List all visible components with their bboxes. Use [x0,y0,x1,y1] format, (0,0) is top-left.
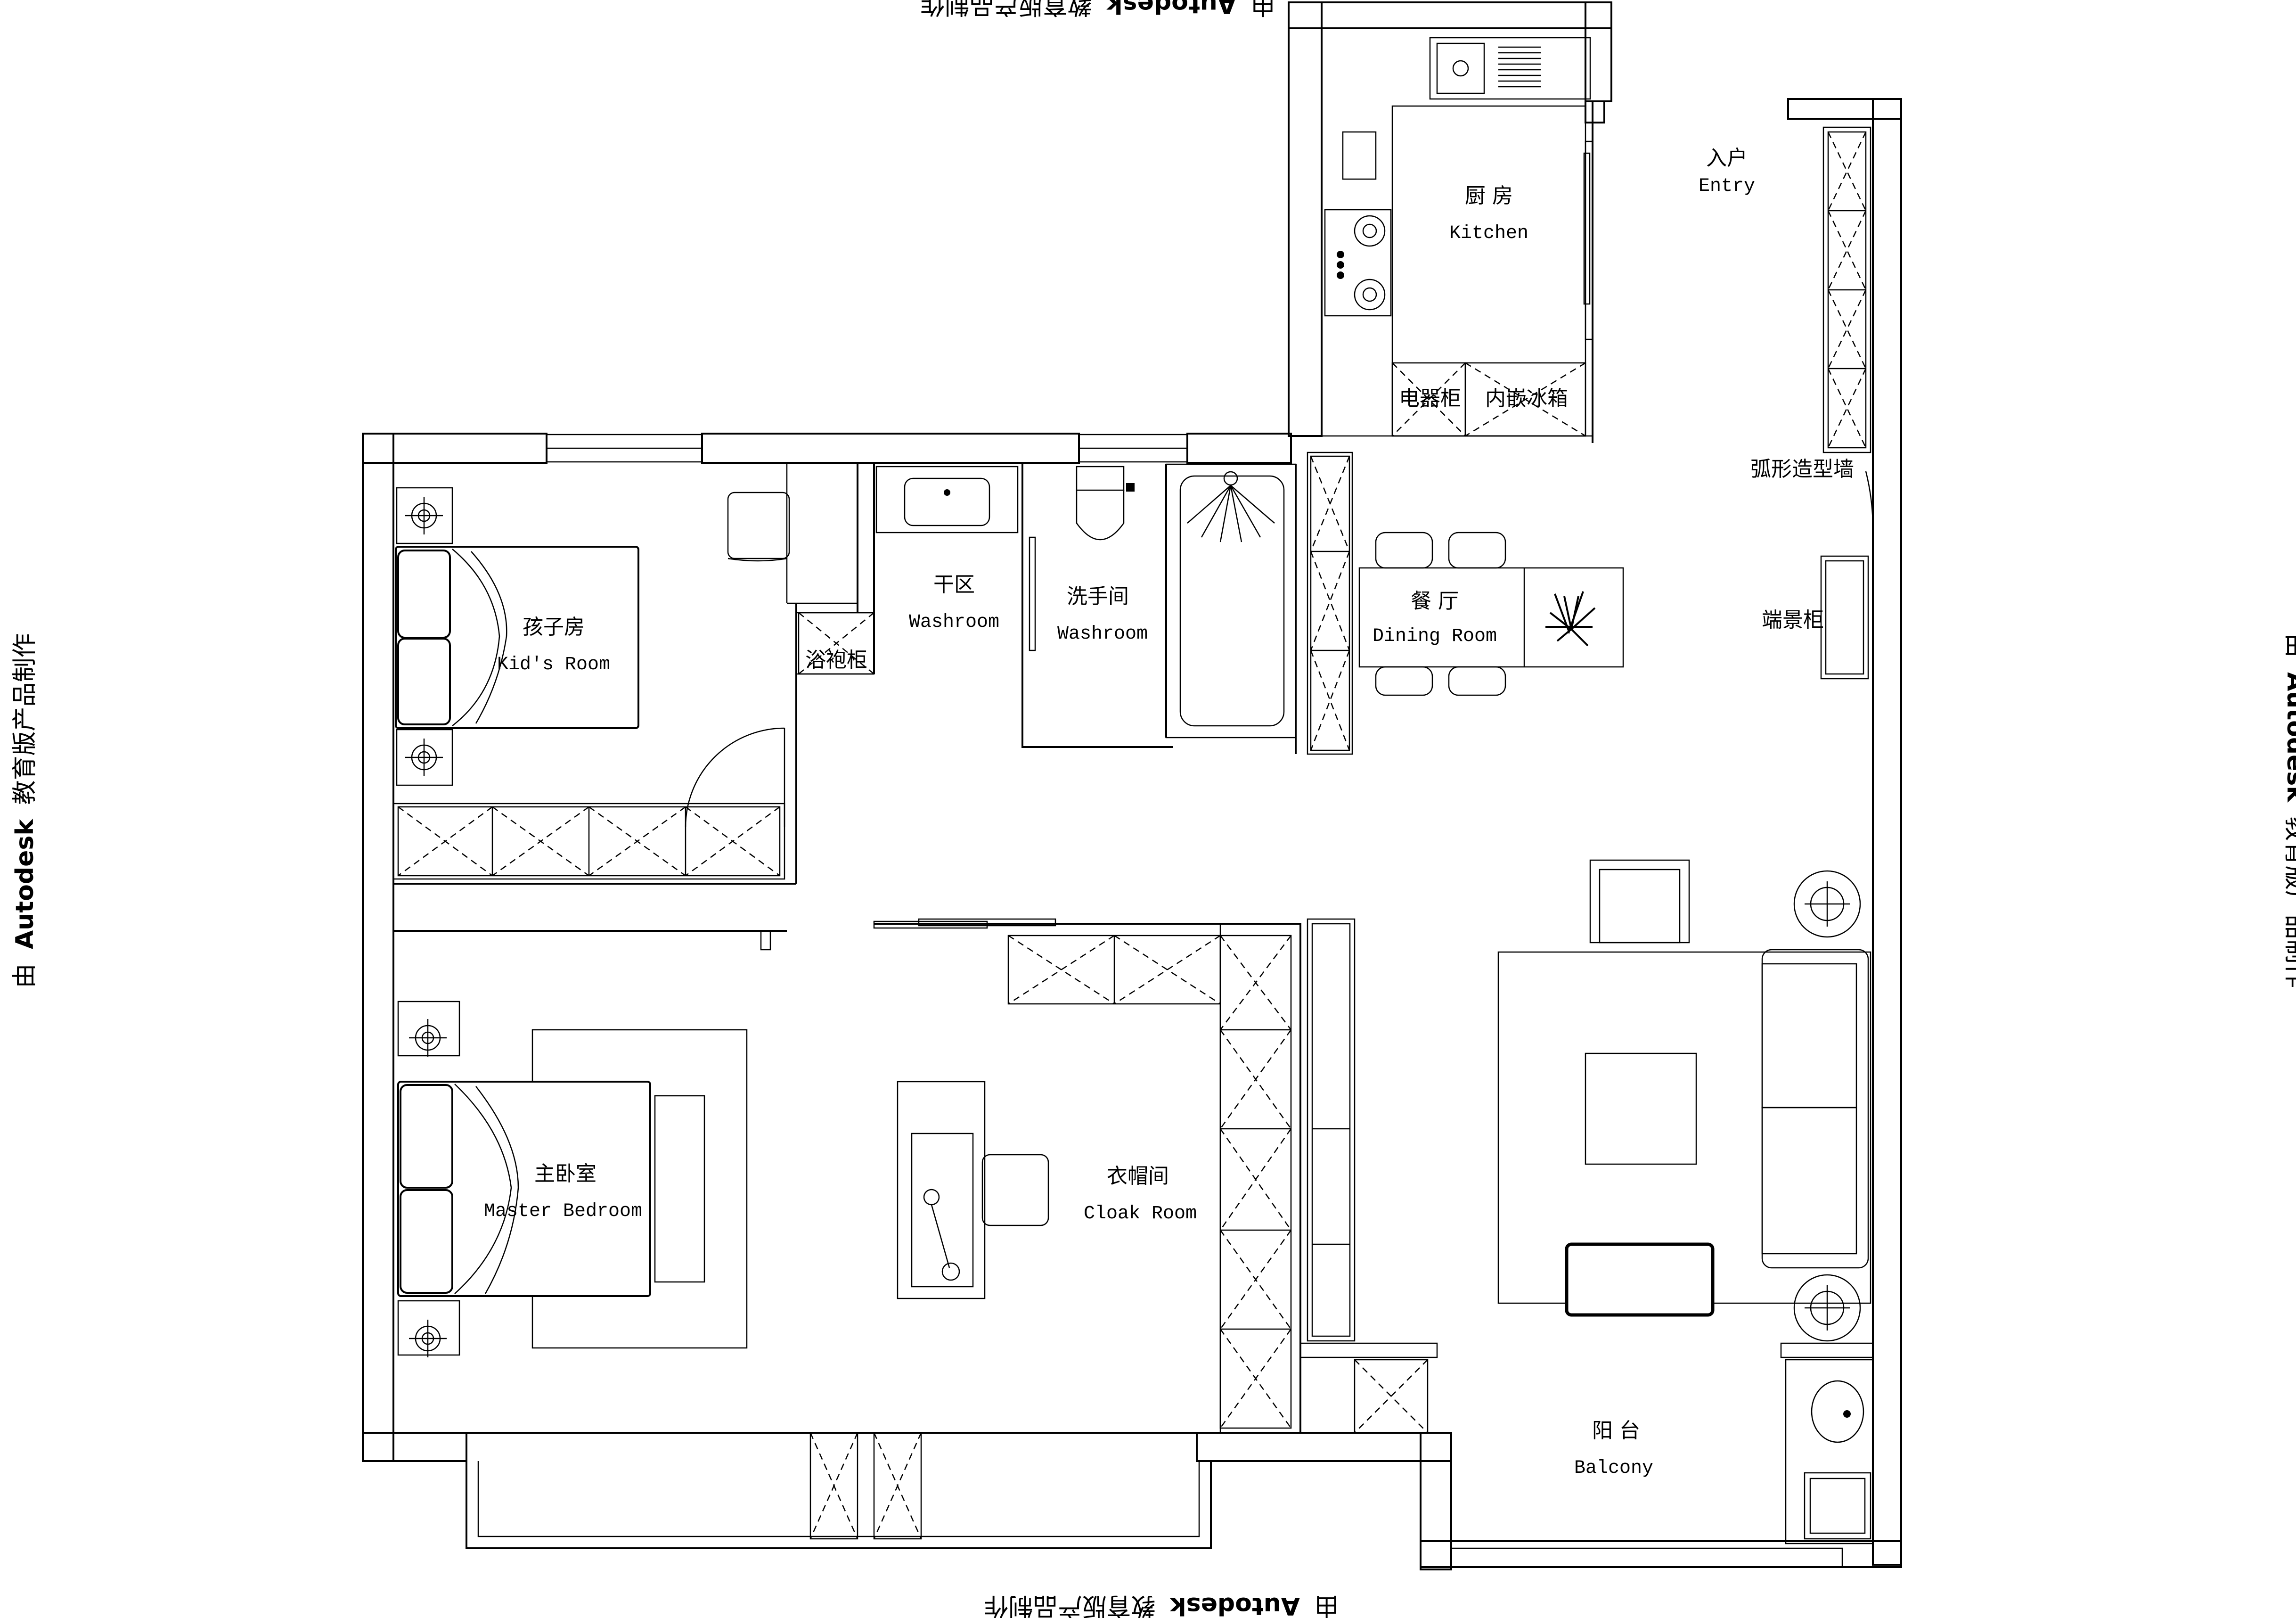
watermark-right-suffix: 教育版产品制作 [2281,816,2296,988]
cloak-room-furniture [809,918,1429,1540]
room-labels: 厨 房 Kitchen 入户 Entry 电器柜 内嵌冰箱 弧形造型墙 孩子房 … [484,146,1854,1479]
watermark-bottom-suffix: 教育版产品制作 [984,1592,1156,1618]
dry-zone-label-en: Washroom [909,612,999,633]
entry-cabinets [1820,126,1874,680]
entry-label-zh: 入户 [1706,146,1748,170]
living-furniture [1497,859,1874,1544]
watermark-right-prefix: 由 [2281,633,2296,658]
kitchen-label-zh: 厨 房 [1465,184,1513,208]
fridge-label: 内嵌冰箱 [1485,386,1568,411]
kids-room-furniture [392,487,875,880]
doors [685,152,1591,951]
watermark-top: 由 Autodesk 教育版产品制作 [921,0,1275,18]
feature-cabinet-label: 端景柜 [1762,608,1824,632]
watermark-top-brand: Autodesk [1106,0,1236,18]
arc-wall-label: 弧形造型墙 [1750,457,1854,481]
washroom-label-en: Washroom [1057,624,1148,645]
master-bedroom-furniture [397,1001,748,1357]
watermark-right: 由 Autodesk 教育版产品制作 [2281,633,2296,988]
kitchen-fixtures [1324,37,1591,437]
dining-label-en: Dining Room [1373,626,1497,647]
watermark-right-brand: Autodesk [2281,672,2296,803]
cloak-label-zh: 衣帽间 [1107,1164,1169,1188]
appliance-cabinet-label: 电器柜 [1399,386,1461,411]
walls [362,1,1902,1570]
balcony-label-zh: 阳 台 [1592,1419,1640,1443]
watermark-bottom: 由 Autodesk 教育版产品制作 [984,1592,1339,1618]
kids-room-label-zh: 孩子房 [523,615,585,639]
master-label-zh: 主卧室 [534,1162,596,1186]
watermark-left-brand: Autodesk [11,819,39,949]
svg-text:由 Autodesk 教育版产品制作: 由 Autodesk 教育版产品制作 [921,0,1275,18]
cloak-label-en: Cloak Room [1084,1203,1197,1224]
svg-text:由 Autodesk 教育版产品制作: 由 Autodesk 教育版产品制作 [11,633,39,988]
master-label-en: Master Bedroom [484,1201,642,1222]
dining-furniture [1307,452,1624,755]
watermark-top-prefix: 由 [1250,0,1275,18]
kitchen-label-en: Kitchen [1449,223,1528,244]
washroom-fixtures [875,463,1297,739]
dry-zone-label-zh: 干区 [933,573,975,597]
bath-cabinet-label: 浴袍柜 [805,648,867,672]
kids-room-label-en: Kid's Room [497,654,610,675]
balcony-label-en: Balcony [1574,1458,1653,1479]
watermark-top-suffix: 教育版产品制作 [921,0,1092,18]
watermark-left: 由 Autodesk 教育版产品制作 [11,633,39,988]
watermark-bottom-prefix: 由 [1314,1592,1339,1618]
dining-label-zh: 餐 厅 [1411,589,1459,613]
watermark-bottom-brand: Autodesk [1169,1592,1300,1618]
svg-text:由 Autodesk 教育版产品制作: 由 Autodesk 教育版产品制作 [2281,633,2296,988]
windows [466,140,1843,1568]
watermark-left-suffix: 教育版产品制作 [11,633,39,805]
entry-label-en: Entry [1699,176,1755,197]
svg-text:由 Autodesk 教育版产品制作: 由 Autodesk 教育版产品制作 [984,1592,1339,1618]
washroom-label-zh: 洗手间 [1067,584,1129,608]
watermark-left-prefix: 由 [11,963,39,988]
